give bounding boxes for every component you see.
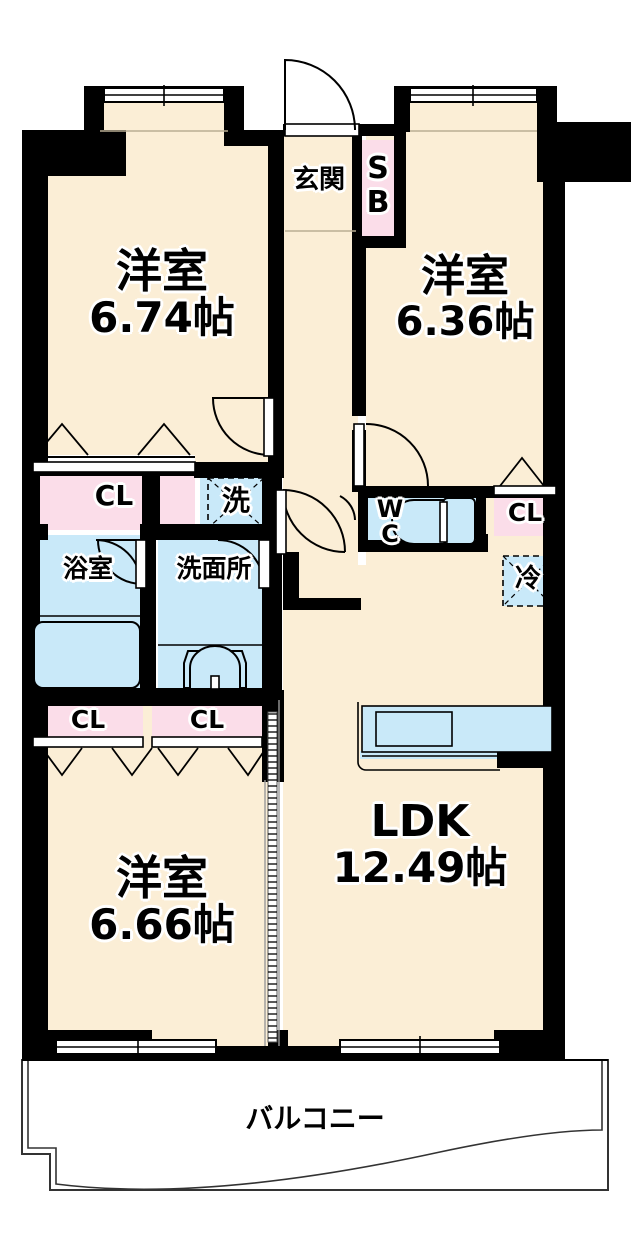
room-name-ldk: LDK — [370, 796, 470, 847]
toilet-line-2: C — [381, 520, 399, 549]
shoebox-fill — [358, 140, 398, 240]
closet-fills — [33, 140, 556, 737]
shoebox-line-2: B — [366, 184, 390, 220]
space-label-fridge: 冷 — [514, 564, 541, 594]
room-label-ldk: LDK 12.49帖 — [300, 796, 540, 892]
space-label-genkan: 玄関 — [292, 165, 345, 195]
room-label-bedroom-sw: 洋室 6.66帖 — [48, 855, 276, 947]
sink-icon — [375, 711, 453, 747]
closet-label-cl-sw-b: CL — [189, 705, 225, 734]
shoebox-line-1: S — [367, 151, 389, 186]
room-area-ldk: 12.49帖 — [332, 842, 508, 892]
door-swings — [95, 58, 429, 589]
space-label-bath: 浴室 — [62, 554, 113, 583]
room-label-bedroom-nw: 洋室 6.74帖 — [48, 248, 276, 340]
closet-door-marks — [32, 422, 557, 777]
room-area-bedroom-sw: 6.66帖 — [89, 899, 235, 949]
toilet-line-1: W — [376, 495, 404, 523]
space-label-washroom: 洗面所 — [176, 554, 252, 583]
space-label-washer: 洗 — [221, 484, 250, 517]
closet-label-cl-ne: CL — [507, 498, 543, 527]
washer-icon — [207, 477, 265, 529]
cl-sw-a-fill — [33, 703, 143, 737]
balcony-outline — [21, 1059, 609, 1191]
room-area-bedroom-nw: 6.74帖 — [89, 292, 235, 342]
room-label-bedroom-ne: 洋室 6.36帖 — [370, 251, 560, 345]
bathtub-icon — [33, 621, 141, 689]
cl-sw-b-fill — [152, 703, 262, 737]
room-name-bedroom-sw: 洋室 — [116, 851, 208, 905]
space-label-balcony: バルコニー — [245, 1102, 385, 1135]
room-name-bedroom-ne: 洋室 — [421, 251, 509, 302]
sliding-partition — [264, 700, 280, 1046]
threshold-lines — [100, 130, 537, 232]
space-label-toilet: W C — [368, 495, 412, 549]
fixtures — [30, 477, 554, 771]
fridge-icon — [502, 555, 554, 607]
room-area-bedroom-ne: 6.36帖 — [395, 298, 535, 345]
closet-label-cl-sw-a: CL — [70, 705, 106, 734]
cl-nw-fill — [33, 472, 195, 530]
closet-label-cl-nw: CL — [94, 479, 134, 512]
room-name-bedroom-nw: 洋室 — [116, 244, 208, 298]
space-label-shoebox: S B — [358, 152, 398, 219]
